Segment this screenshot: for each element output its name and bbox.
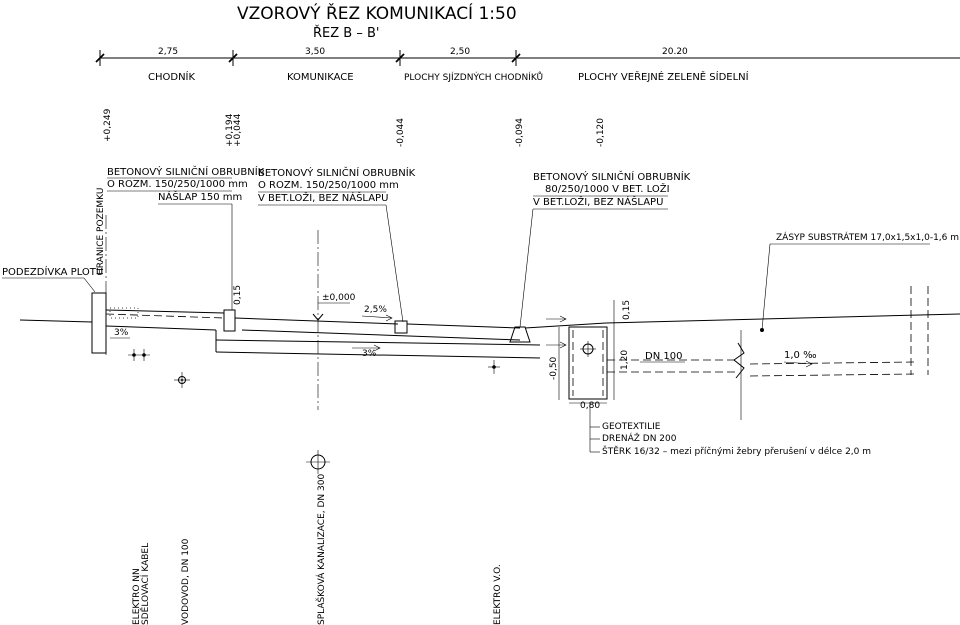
svg-text:80/250/1000 V BET. LOŽI: 80/250/1000 V BET. LOŽI bbox=[545, 182, 670, 195]
svg-text:BETONOVÝ SILNIČNÍ OBRUBNÍK: BETONOVÝ SILNIČNÍ OBRUBNÍK bbox=[533, 170, 691, 183]
utility-label: ELEKTRO NN bbox=[132, 568, 142, 625]
svg-text:BETONOVÝ SILNIČNÍ OBRUBNÍK: BETONOVÝ SILNIČNÍ OBRUBNÍK bbox=[107, 165, 265, 178]
level-label: -0,120 bbox=[596, 118, 606, 147]
utility-label: SPLAŠKOVÁ KANALIZACE, DN 300 bbox=[315, 474, 327, 625]
dimension-road: 3,50 bbox=[305, 47, 325, 57]
slope-label: 3% bbox=[362, 349, 377, 359]
terrain-line bbox=[605, 313, 960, 324]
slope-label: 1,0 ‰ bbox=[784, 350, 817, 361]
curb-note-right: BETONOVÝ SILNIČNÍ OBRUBNÍK 80/250/1000 V… bbox=[519, 170, 691, 328]
terrain-line bbox=[19, 319, 93, 323]
utility-label: SDĚLOVACÍ KABEL bbox=[139, 543, 151, 625]
road-structure bbox=[215, 317, 607, 359]
svg-text:BETONOVÝ SILNIČNÍ OBRUBNÍK: BETONOVÝ SILNIČNÍ OBRUBNÍK bbox=[258, 166, 416, 179]
svg-text:V BET.LOŽI, BEZ NÁŠLAPU: V BET.LOŽI, BEZ NÁŠLAPU bbox=[533, 195, 663, 208]
slope-arrow bbox=[783, 360, 813, 368]
property-line-label: HRANICE POZEMKU bbox=[96, 188, 106, 275]
dimension-chain: 2,75 3,50 2,50 20.20 bbox=[95, 47, 960, 66]
svg-text:DRENÁŽ DN 200: DRENÁŽ DN 200 bbox=[602, 432, 677, 444]
drain-pipe-label: DN 100 bbox=[645, 351, 682, 362]
utility-label: VODOVOD, DN 100 bbox=[181, 538, 191, 625]
fence-label: PODEZDÍVKA PLOTU bbox=[2, 265, 103, 278]
svg-text:ŠTĚRK 16/32 – mezi příčnými že: ŠTĚRK 16/32 – mezi příčnými žebry přeruš… bbox=[602, 445, 871, 457]
level-label: -0,094 bbox=[515, 118, 525, 147]
fence-leader bbox=[83, 277, 96, 293]
utility-symbols bbox=[128, 349, 500, 474]
svg-text:NÁŠLAP 150 mm: NÁŠLAP 150 mm bbox=[158, 190, 242, 203]
slope-label: 3% bbox=[114, 328, 129, 338]
svg-text:O ROZM. 150/250/1000 mm: O ROZM. 150/250/1000 mm bbox=[258, 180, 399, 191]
curb-note-middle: BETONOVÝ SILNIČNÍ OBRUBNÍK O ROZM. 150/2… bbox=[258, 166, 416, 323]
svg-text:O ROZM. 150/250/1000 mm: O ROZM. 150/250/1000 mm bbox=[107, 179, 248, 190]
zone-greenery: PLOCHY VEŘEJNÉ ZELENĚ SÍDELNÍ bbox=[578, 70, 749, 83]
dimension-driveway: 2,50 bbox=[450, 47, 470, 57]
dimension-greenery: 20.20 bbox=[662, 47, 688, 57]
zone-road: KOMUNIKACE bbox=[287, 72, 354, 83]
svg-text:ZÁSYP SUBSTRÁTEM 17,0x1,5x1,0-: ZÁSYP SUBSTRÁTEM 17,0x1,5x1,0-1,6 m bbox=[776, 231, 959, 243]
fence-footing bbox=[91, 292, 107, 354]
drawing-title: VZOROVÝ ŘEZ KOMUNIKACÍ 1:50 bbox=[237, 2, 517, 24]
curb-note-left: BETONOVÝ SILNIČNÍ OBRUBNÍK O ROZM. 150/2… bbox=[107, 165, 265, 310]
zero-level-label: ±0,000 bbox=[322, 293, 356, 303]
slope-label: 2,5% bbox=[364, 305, 387, 315]
svg-text:V BET.LOŽI, BEZ NÁŠLAPU: V BET.LOŽI, BEZ NÁŠLAPU bbox=[258, 191, 388, 204]
flow-arrow bbox=[546, 315, 567, 323]
svg-text:GEOTEXTILIE: GEOTEXTILIE bbox=[602, 422, 661, 432]
flow-arrow bbox=[546, 341, 567, 349]
section-label: ŘEZ B – B' bbox=[313, 25, 379, 41]
zone-driveway: PLOCHY SJÍZDNÝCH CHODNÍKŮ bbox=[404, 71, 543, 83]
zone-sidewalk: CHODNÍK bbox=[148, 70, 196, 83]
zero-level-marker bbox=[312, 313, 324, 321]
drain-legend: GEOTEXTILIE DRENÁŽ DN 200 ŠTĚRK 16/32 – … bbox=[589, 403, 871, 457]
dimension-sidewalk: 2,75 bbox=[158, 47, 178, 57]
drain-pipe-run bbox=[607, 286, 929, 420]
sidewalk-structure bbox=[105, 307, 236, 340]
level-label: +0,194 bbox=[225, 113, 235, 147]
slope-arrow bbox=[352, 344, 381, 352]
level-label: +0,249 bbox=[103, 108, 113, 142]
curb-dim: 0,15 bbox=[233, 285, 243, 305]
trench-depth-dim: -0,50 bbox=[549, 356, 559, 380]
utility-label: ELEKTRO V.O. bbox=[493, 564, 503, 625]
trench-dim: 0,15 bbox=[622, 300, 632, 320]
level-label: +0,044 bbox=[233, 113, 243, 147]
level-label: -0,044 bbox=[396, 118, 406, 147]
slope-arrow bbox=[361, 314, 393, 322]
drain-trench bbox=[558, 300, 615, 404]
backfill-note: ZÁSYP SUBSTRÁTEM 17,0x1,5x1,0-1,6 m bbox=[760, 231, 959, 332]
